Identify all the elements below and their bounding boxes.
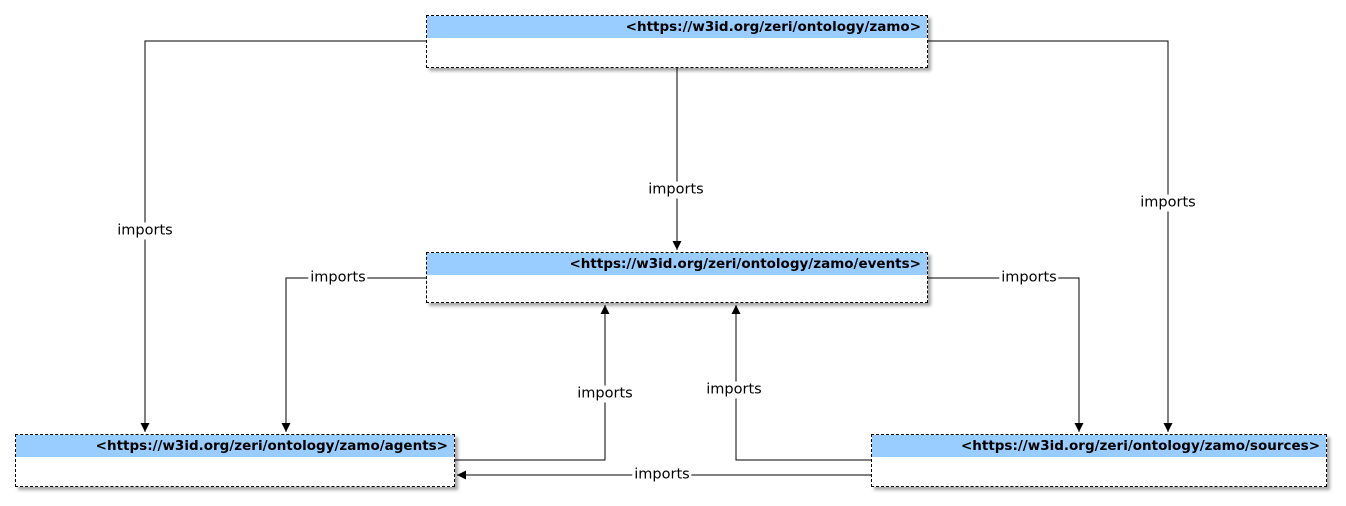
edge-label-zamo-sources: imports — [1138, 194, 1198, 212]
edge-label-sources-agents: imports — [632, 466, 692, 484]
edge-sources-events — [731, 305, 871, 461]
edge-label-zamo-events: imports — [646, 181, 706, 199]
edge-agents-events — [455, 305, 610, 461]
edge-label-agents-events: imports — [575, 385, 635, 403]
node-title: <https://w3id.org/zeri/ontology/zamo/age… — [16, 435, 454, 457]
node-title: <https://w3id.org/zeri/ontology/zamo> — [427, 16, 927, 38]
ontology-node-agents[interactable]: <https://w3id.org/zeri/ontology/zamo/age… — [15, 434, 455, 487]
edge-label-sources-events: imports — [704, 381, 764, 399]
node-title: <https://w3id.org/zeri/ontology/zamo/sou… — [872, 435, 1326, 457]
edge-label-events-agents: imports — [308, 269, 368, 287]
node-title: <https://w3id.org/zeri/ontology/zamo/eve… — [427, 253, 927, 275]
edge-zamo-sources — [928, 40, 1173, 432]
edge-events-sources — [928, 277, 1084, 432]
ontology-node-events[interactable]: <https://w3id.org/zeri/ontology/zamo/eve… — [426, 252, 928, 303]
edge-label-events-sources: imports — [999, 269, 1059, 287]
edge-events-agents — [281, 277, 426, 432]
ontology-node-sources[interactable]: <https://w3id.org/zeri/ontology/zamo/sou… — [871, 434, 1327, 487]
edge-zamo-agents — [140, 40, 426, 432]
ontology-node-zamo[interactable]: <https://w3id.org/zeri/ontology/zamo> — [426, 15, 928, 68]
edge-label-zamo-agents: imports — [115, 222, 175, 240]
